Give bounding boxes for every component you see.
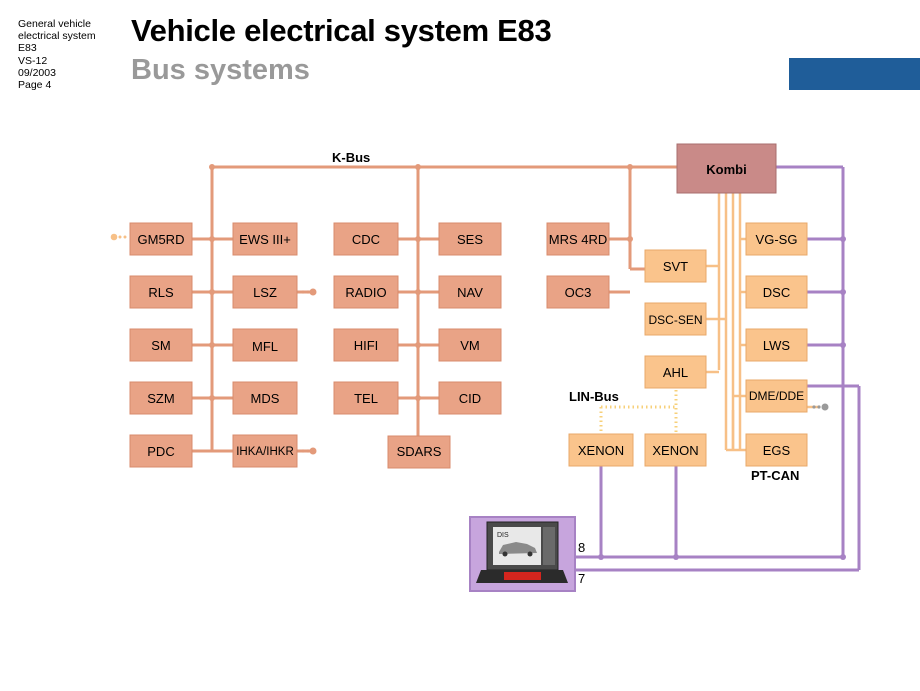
module-vm: VM [460,338,480,353]
module-mfl: MFL [252,339,278,354]
page-subtitle: Bus systems [131,54,310,86]
module-svt: SVT [663,259,688,274]
kbus-modules [129,222,610,469]
kbus-label: K-Bus [332,150,370,165]
module-szm: SZM [147,391,174,406]
line-8-label: 8 [578,540,585,555]
module-dme: DME/DDE [749,389,804,403]
module-dsc: DSC [763,285,790,300]
module-xenon-1: XENON [578,443,624,458]
module-mds: MDS [251,391,280,406]
module-gm5rd: GM5RD [138,232,185,247]
module-dscsen: DSC-SEN [648,313,702,327]
document-meta: General vehicle electrical system E83 VS… [18,18,96,91]
module-sdars: SDARS [397,444,442,459]
gm5rd-stub [110,233,127,241]
kbus-junction-dots [209,164,633,455]
module-radio: RADIO [345,285,386,300]
module-mrs4rd: MRS 4RD [549,232,608,247]
meta-line-3: E83 [18,42,37,55]
diagnostic-junction-dots [598,236,846,560]
module-cid: CID [459,391,481,406]
linbus-lines [599,390,678,436]
diagnostic-lines [575,165,861,572]
module-rls: RLS [148,285,174,300]
ptcan-label: PT-CAN [751,468,799,483]
module-lws: LWS [763,338,791,353]
tester-screen-label: DIS [497,532,509,539]
linbus-label: LIN-Bus [569,389,619,404]
brand-bar [789,58,920,90]
meta-line-2: electrical system [18,30,96,43]
module-lsz: LSZ [253,285,277,300]
meta-line-1: General vehicle [18,18,91,30]
module-kombi: Kombi [676,143,777,194]
car-icon [499,542,537,557]
module-nav: NAV [457,285,483,300]
module-hifi: HIFI [354,338,379,353]
meta-line-6: Page 4 [18,79,52,92]
line-7-label: 7 [578,571,585,586]
module-ihka: IHKA/IHKR [236,446,294,458]
module-ahl: AHL [663,365,688,380]
module-pdc: PDC [147,444,174,459]
ptcan-modules [568,222,808,467]
dme-extension-dots [812,403,829,411]
module-kombi-label: Kombi [706,162,746,177]
page-title: Vehicle electrical system E83 [131,13,552,48]
module-xenon-2: XENON [652,443,698,458]
module-ses: SES [457,232,483,247]
module-tel: TEL [354,391,378,406]
module-oc3: OC3 [565,285,592,300]
module-ews: EWS III+ [239,232,291,247]
meta-line-5: 09/2003 [18,66,56,79]
module-sm: SM [151,338,171,353]
module-egs: EGS [763,443,791,458]
meta-line-4: VS-12 [18,54,48,67]
diagnostic-tester: DIS [469,516,576,592]
module-vgsg: VG-SG [756,232,798,247]
ptcan-lines [706,193,820,452]
module-cdc: CDC [352,232,380,247]
